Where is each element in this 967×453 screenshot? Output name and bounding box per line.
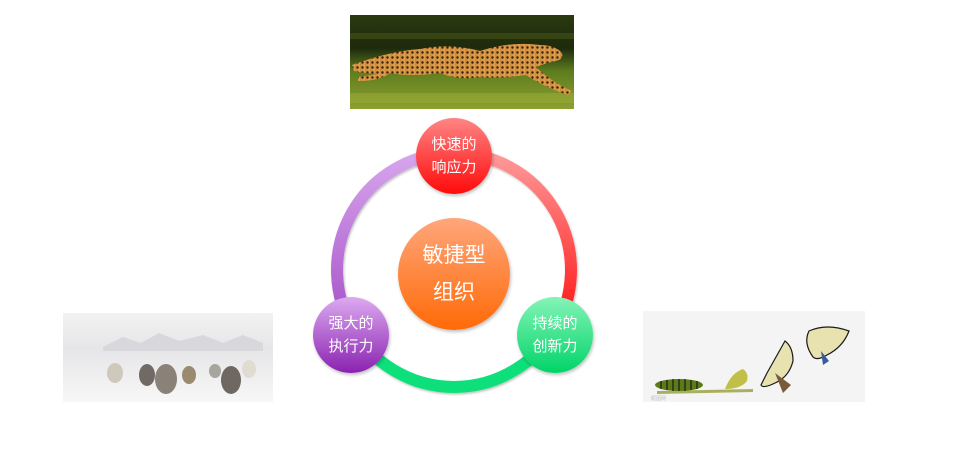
wolves-illustration: [63, 313, 273, 402]
node-strong-execution-line1: 强大的: [328, 313, 374, 332]
node-sustained-innovation-line2: 创新力: [532, 337, 578, 355]
node-fast-response-line2: 响应力: [431, 158, 477, 176]
node-fast-response: 快速的 响应力: [416, 118, 492, 194]
center-line1: 敏捷型: [422, 243, 486, 268]
center-agile-organization: 敏捷型 组织: [398, 218, 510, 330]
node-strong-execution: 强大的 执行力: [313, 297, 389, 373]
butterfly-image: 昵图网: [643, 311, 865, 402]
node-strong-execution-line2: 执行力: [328, 337, 374, 355]
cheetah-illustration: [350, 15, 574, 109]
center-line2: 组织: [433, 280, 475, 304]
cheetah-image: [350, 15, 574, 109]
node-sustained-innovation-line1: 持续的: [532, 313, 578, 332]
node-sustained-innovation: 持续的 创新力: [517, 297, 593, 373]
node-fast-response-line1: 快速的: [431, 134, 477, 153]
butterfly-illustration: 昵图网: [643, 311, 865, 402]
wolves-image: [63, 313, 273, 402]
watermark-text: 昵图网: [651, 396, 666, 402]
